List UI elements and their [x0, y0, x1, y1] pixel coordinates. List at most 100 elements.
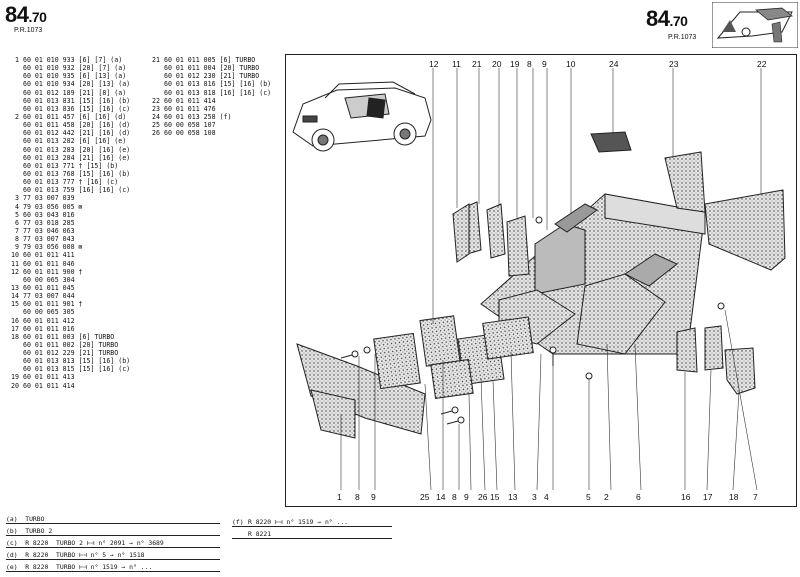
- part-number: 79 03 056 008: [19, 243, 79, 252]
- parts-row: 26 60 00 058 108: [146, 129, 271, 137]
- callout-number: 2: [604, 492, 609, 502]
- page-ref-left: P.R.1073: [14, 27, 43, 34]
- part-note: [6] TURBO: [78, 332, 115, 341]
- part-note: [20] [16] (e): [78, 145, 131, 154]
- part-number: 60 01 011 005: [160, 56, 220, 64]
- exploded-parts-diagram: [292, 68, 786, 491]
- part-note: †: [78, 267, 83, 276]
- part-number: 60 01 011 900: [19, 267, 79, 276]
- part-23-strip: [664, 151, 706, 213]
- footnote-key: (f): [232, 518, 244, 526]
- part-ref-number: 5: [15, 210, 19, 219]
- callout-number: 5: [586, 492, 591, 502]
- part-number: 60 01 012 229: [19, 349, 79, 358]
- part-number: 60 01 013 815: [19, 365, 79, 374]
- part-number: 60 01 011 045: [19, 283, 79, 292]
- part-number: 60 00 065 304: [19, 275, 79, 284]
- callout-number: 3: [532, 492, 537, 502]
- part-ref-number: 12: [11, 267, 19, 276]
- page-code-left: 84.70: [5, 2, 47, 28]
- part-number: 60 01 013 836: [19, 104, 79, 113]
- part-24-grille: [590, 131, 632, 153]
- parts-row: 13 60 01 011 045: [5, 284, 130, 292]
- parts-row: 60 01 013 816 [15] [16] (b): [146, 80, 271, 88]
- page-code-right: 84.70: [646, 6, 688, 32]
- parts-row: 60 00 065 305: [5, 308, 130, 316]
- part-note: [15] [16] (b): [219, 80, 272, 89]
- parts-row: 60 01 012 229 [21] TURBO: [5, 349, 130, 357]
- footnote-text: TURBO: [17, 515, 45, 523]
- parts-row: 60 01 013 815 [15] [16] (c): [5, 365, 130, 373]
- part-ref-number: 8: [15, 235, 19, 244]
- page-code-right-main: 84: [646, 6, 670, 31]
- part-number: 60 00 058 107: [160, 121, 220, 130]
- part-ref-number: 24: [152, 112, 160, 121]
- part-1-panel: [296, 343, 426, 435]
- part-note: [16] [16] (c): [78, 186, 131, 195]
- footnote-key: (b): [6, 527, 18, 535]
- parts-row: 60 01 010 935 [6] [13] (a): [5, 72, 130, 80]
- part-22-rear-panel: [704, 189, 786, 271]
- callout-number: 23: [669, 59, 679, 69]
- callout-number: 9: [542, 59, 547, 69]
- parts-row: 20 60 01 011 414: [5, 382, 130, 390]
- part-note: [21] [16] (e): [78, 153, 131, 162]
- footnote-text: R 8220 TURBO ⊢⊣ n° 1519 → n° ...: [17, 563, 153, 571]
- part-number: 60 01 011 476: [160, 104, 220, 113]
- part-ref-number: 26: [152, 129, 160, 138]
- callout-number: 4: [544, 492, 549, 502]
- part-ref-number: 18: [11, 332, 19, 341]
- parts-row: 60 01 013 836 [15] [16] (c): [5, 105, 130, 113]
- parts-row: 60 01 013 759 [16] [16] (c): [5, 186, 130, 194]
- callout-number: 16: [681, 492, 691, 502]
- part-note: †: [78, 300, 83, 309]
- callout-number: 13: [508, 492, 518, 502]
- part-ref-number: 14: [11, 292, 19, 301]
- part-note: [21] [8] (a): [78, 88, 127, 97]
- part-number: 60 01 013 258: [160, 112, 220, 121]
- footnote: (d) R 8220 TURBO ⊢⊣ n° 5 → n° 1518: [6, 551, 220, 560]
- footnote-text: R 8220 TURBO ⊢⊣ n° 5 → n° 1518: [17, 551, 145, 559]
- footnote: R 8221: [232, 530, 392, 539]
- part-number: 60 03 043 016: [19, 210, 79, 219]
- part-note: [21] TURBO: [219, 72, 260, 81]
- part-number: 60 01 013 818: [160, 88, 220, 97]
- part-number: 60 01 011 414: [160, 96, 220, 105]
- part-19-pad: [506, 215, 530, 277]
- parts-row: 5 60 03 043 016: [5, 211, 130, 219]
- part-number: 60 01 013 831: [19, 96, 79, 105]
- part-ref-number: 2: [15, 112, 19, 121]
- part-number: 60 00 058 108: [160, 129, 220, 138]
- part-note: (f): [219, 112, 232, 121]
- callout-number: 8: [527, 59, 532, 69]
- part-ref-number: 13: [11, 283, 19, 292]
- part-number: 60 01 010 935: [19, 72, 79, 81]
- parts-row: 60 01 010 932 [20] [7] (a): [5, 64, 130, 72]
- part-number: 79 03 056 005: [19, 202, 79, 211]
- parts-row: 60 01 012 230 [21] TURBO: [146, 72, 271, 80]
- callout-number: 18: [729, 492, 739, 502]
- part-note: [15] [16] (b): [78, 357, 131, 366]
- parts-row: 6 77 03 018 285: [5, 219, 130, 227]
- part-14-seal: [419, 315, 461, 367]
- part-note: [20] TURBO: [78, 340, 119, 349]
- part-note: † [15] (b): [78, 161, 119, 170]
- part-17-pad: [704, 325, 724, 371]
- footnote: (f)R 8220 ⊢⊣ n° 1519 → n° ...: [232, 518, 392, 527]
- part-ref-number: 7: [15, 226, 19, 235]
- parts-row: 60 01 011 458 [20] [16] (d): [5, 121, 130, 129]
- part-number: 60 01 011 414: [19, 381, 79, 390]
- part-number: 60 01 011 003: [19, 332, 79, 341]
- part-number: 60 01 011 412: [19, 316, 79, 325]
- part-ref-number: 21: [152, 56, 160, 64]
- part-ref-number: 11: [11, 259, 19, 268]
- part-number: 60 01 013 777: [19, 178, 79, 187]
- parts-list-column-2: 21 60 01 011 005 [6] TURBO 60 01 011 004…: [146, 56, 271, 137]
- parts-row: 19 60 01 011 413: [5, 373, 130, 381]
- callout-number: 9: [464, 492, 469, 502]
- parts-list-column-1: 1 60 01 010 933 [6] [7] (a) 60 01 010 93…: [5, 56, 130, 390]
- part-note: [6] TURBO: [219, 56, 256, 64]
- part-11-pad: [452, 203, 470, 263]
- callout-number: 14: [436, 492, 446, 502]
- part-note: [21] TURBO: [78, 349, 119, 358]
